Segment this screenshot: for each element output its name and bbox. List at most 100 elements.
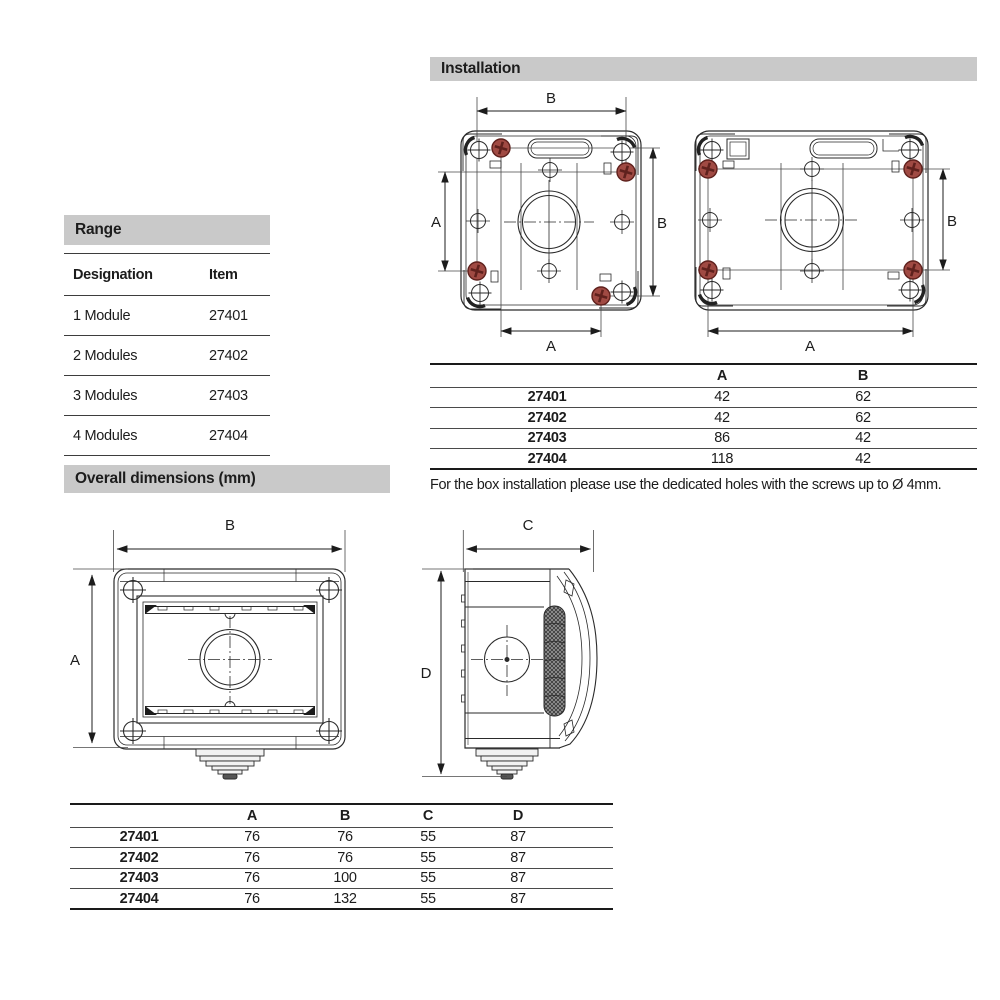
side-view-drawing: [461, 568, 598, 749]
table-row: 27404 118 42: [430, 448, 977, 469]
installation-section-title: Installation: [430, 57, 977, 81]
front-view-drawing: [113, 568, 346, 750]
dim-label-a-bottom: A: [546, 338, 556, 355]
col-a-header: A: [716, 367, 728, 384]
table-row: 4 Modules 27404: [64, 415, 270, 456]
value-c: 55: [420, 849, 436, 866]
side-view-grip-texture: [543, 605, 566, 717]
value-b: 62: [855, 389, 871, 406]
dim-label-b-top: B: [546, 90, 556, 107]
dim-label-d-left: D: [421, 665, 432, 682]
value-d: 87: [510, 890, 526, 907]
item-cell: 27402: [209, 347, 248, 364]
range-title-text: Range: [75, 221, 122, 238]
item-cell: 27402: [119, 849, 159, 866]
value-b: 42: [855, 450, 871, 467]
value-a: 42: [714, 389, 730, 406]
table-row: 27402 42 62: [430, 407, 977, 429]
value-c: 55: [420, 890, 436, 907]
value-a: 76: [244, 849, 260, 866]
value-a: 76: [244, 890, 260, 907]
dim-label-b-right: B: [657, 215, 667, 232]
item-cell: 27401: [527, 389, 567, 406]
item-cell: 27403: [527, 430, 567, 447]
item-cell: 27403: [209, 387, 248, 404]
value-d: 87: [510, 849, 526, 866]
value-c: 55: [420, 829, 436, 846]
overall-table-header-row: A B C D: [70, 804, 613, 827]
installation-drawings: B A B A B A: [431, 90, 957, 355]
range-section-title: Range: [64, 215, 270, 245]
value-b: 42: [855, 430, 871, 447]
value-a: 42: [714, 409, 730, 426]
table-row: 27404 76 132 55 87: [70, 888, 613, 909]
front-view-dim-arrows: [73, 530, 346, 748]
value-c: 55: [420, 870, 436, 887]
front-view-cable-gland: [195, 748, 265, 780]
filler-cell: [946, 364, 977, 387]
item-cell: 27401: [119, 829, 159, 846]
item-cell: 27403: [119, 870, 159, 887]
item-cell: 27402: [527, 409, 567, 426]
item-cell: 27404: [209, 427, 248, 444]
side-view-dim-arrows: [422, 530, 594, 777]
col-a-header: A: [246, 807, 258, 824]
range-header-row: Designation Item: [64, 253, 270, 296]
installation-title-text: Installation: [441, 60, 521, 77]
install-wide-box-leader-lines: [698, 168, 950, 337]
installation-note: For the box installation please use the …: [430, 477, 942, 493]
value-b: 62: [855, 409, 871, 426]
range-col-designation: Designation: [73, 266, 153, 283]
dim-arrows-wide-box: [707, 168, 947, 335]
value-d: 87: [510, 829, 526, 846]
table-row: 3 Modules 27403: [64, 375, 270, 416]
install-drawing-wide-box: [694, 130, 929, 311]
dim-label-b-top: B: [225, 517, 235, 534]
range-col-item: Item: [209, 266, 238, 283]
table-row: 1 Module 27401: [64, 295, 270, 336]
overall-dimensions-section-title: Overall dimensions (mm): [64, 465, 390, 493]
designation-cell: 4 Modules: [73, 427, 138, 444]
install-table-header-row: A B: [430, 364, 977, 387]
col-d-header: D: [512, 807, 524, 824]
front-view-corner-screws: [120, 577, 342, 744]
table-row: 27403 76 100 55 87: [70, 868, 613, 889]
value-a: 76: [244, 870, 260, 887]
frame-corner-bevels: [145, 605, 315, 715]
designation-cell: 1 Module: [73, 307, 131, 324]
side-view-cable-gland: [475, 748, 539, 780]
table-row: 27401 42 62: [430, 387, 977, 408]
item-cell: 27404: [527, 450, 567, 467]
corner-cell: [430, 364, 664, 387]
table-row: 2 Modules 27402: [64, 335, 270, 376]
install-drawing-small-box: [460, 130, 642, 311]
table-row: 27401 76 76 55 87: [70, 827, 613, 848]
value-b: 132: [333, 890, 357, 907]
col-b-header: B: [857, 367, 869, 384]
value-b: 100: [333, 870, 357, 887]
overall-title-text: Overall dimensions (mm): [75, 470, 256, 487]
value-d: 87: [510, 870, 526, 887]
dim-arrows-small-box: [441, 107, 657, 335]
dim-label-b-right: B: [947, 213, 957, 230]
dim-label-a-left: A: [70, 652, 80, 669]
overall-dimensions-table: A B C D 27401 76 76 55 87 27402 76 76 55…: [70, 803, 613, 910]
designation-cell: 3 Modules: [73, 387, 138, 404]
dim-label-a-bottom: A: [805, 338, 815, 355]
range-table: Designation Item 1 Module 27401 2 Module…: [64, 253, 270, 456]
table-row: 27403 86 42: [430, 428, 977, 449]
value-a: 76: [244, 829, 260, 846]
value-a: 118: [710, 450, 734, 467]
designation-cell: 2 Modules: [73, 347, 138, 364]
value-a: 86: [714, 430, 730, 447]
dim-label-c-top: C: [523, 517, 534, 534]
install-small-box-leader-lines: [438, 97, 660, 337]
overall-dimension-drawings: B A C D: [70, 517, 598, 780]
filler-cell: [574, 804, 613, 827]
value-b: 76: [337, 849, 353, 866]
col-c-header: C: [422, 807, 434, 824]
installation-dimensions-table: A B 27401 42 62 27402 42 62 27403 86 42 …: [430, 363, 977, 470]
dim-label-a-left: A: [431, 214, 441, 231]
table-row: 27402 76 76 55 87: [70, 847, 613, 869]
value-b: 76: [337, 829, 353, 846]
